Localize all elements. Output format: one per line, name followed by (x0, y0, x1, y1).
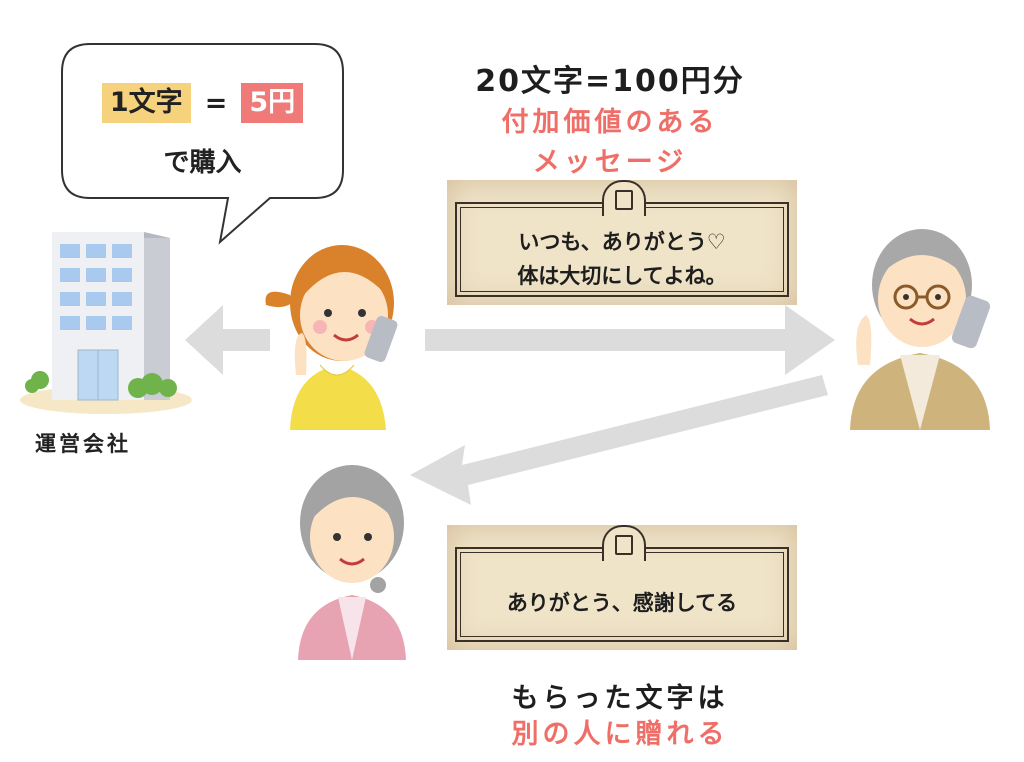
chip-one-char: 1文字 (101, 82, 191, 124)
footer-line-1: もらった文字は (511, 683, 729, 714)
equals-sign: = (204, 87, 228, 119)
price-line: 20文字=100円分 (475, 64, 745, 99)
value-line-1: 付加価値のある (501, 107, 719, 138)
price-equation: 1文字 = 5円 (75, 80, 330, 126)
arrow-to-company-icon (185, 305, 270, 375)
card-top-line-2: 体は大切にしてよね。 (517, 264, 727, 288)
arrow-to-elderly-man-icon (425, 305, 835, 375)
value-line-2: メッセージ (532, 147, 688, 178)
message-card-top: いつも、ありがとう♡ 体は大切にしてよね。 (447, 180, 797, 305)
purchase-text: で購入 (163, 148, 242, 178)
young-woman-illustration (265, 245, 398, 430)
company-building-icon (20, 232, 192, 414)
message-card-bottom: ありがとう、感謝してる (447, 525, 797, 650)
card-badge (602, 180, 646, 216)
card-top-line-1: いつも、ありがとう♡ (518, 230, 726, 254)
card-badge (602, 525, 646, 561)
jar-icon (615, 190, 633, 210)
chip-five-yen: 5円 (241, 82, 304, 124)
card-bottom-line-1: ありがとう、感謝してる (506, 591, 738, 615)
elderly-man-illustration (850, 229, 991, 430)
jar-icon (615, 535, 633, 555)
company-label: 運営会社 (35, 432, 131, 456)
footer-line-2: 別の人に贈れる (511, 719, 729, 750)
arrow-to-elderly-woman-icon (410, 375, 828, 505)
elderly-woman-illustration (298, 465, 406, 660)
